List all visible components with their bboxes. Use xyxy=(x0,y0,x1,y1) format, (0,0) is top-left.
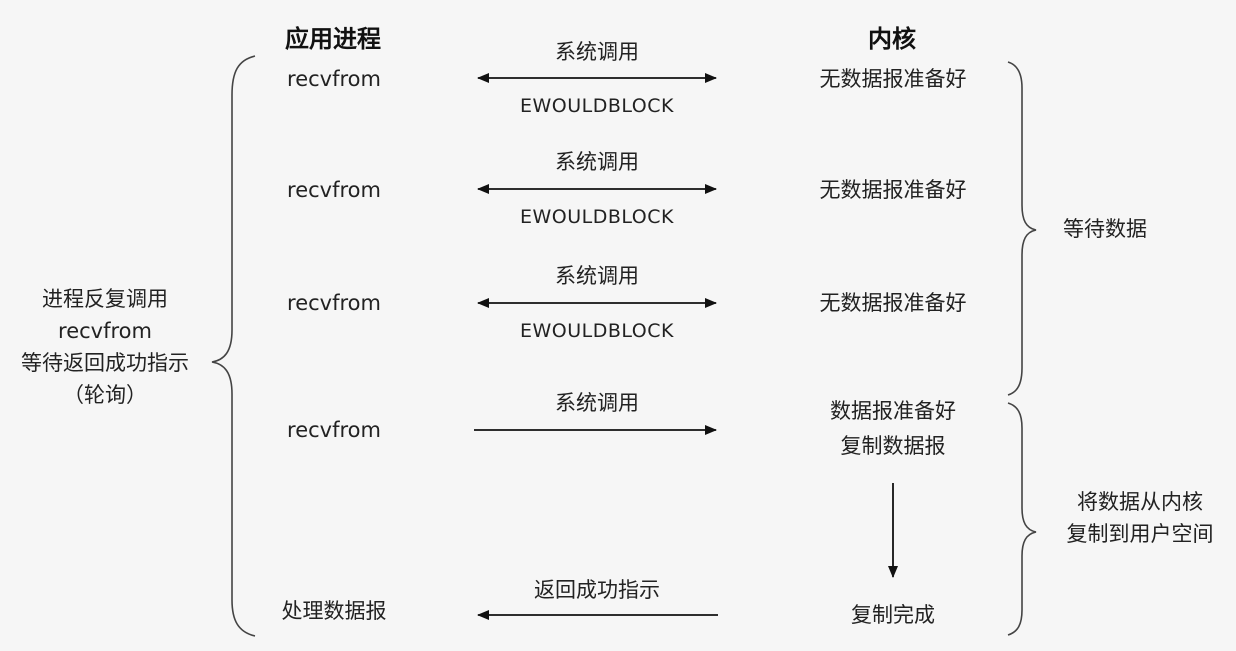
header-app-process: 应用进程 xyxy=(285,25,381,53)
kernel-state-label: 无数据报准备好 xyxy=(819,67,967,91)
app-call-label: recvfrom xyxy=(287,291,381,315)
kernel-state-label: 无数据报准备好 xyxy=(819,178,967,202)
left-note-line: 进程反复调用 xyxy=(42,287,168,311)
app-call-label: recvfrom xyxy=(287,67,381,91)
right-brace-wait xyxy=(1007,61,1037,396)
app-call-label: recvfrom xyxy=(287,418,381,442)
process-datagram-label: 处理数据报 xyxy=(281,599,387,623)
reply-label: EWOULDBLOCK xyxy=(520,95,674,117)
left-note-line: recvfrom xyxy=(58,319,152,343)
left-note-line: （轮询） xyxy=(63,383,147,407)
header-kernel: 内核 xyxy=(868,25,916,53)
kernel-state-label: 无数据报准备好 xyxy=(819,291,967,315)
wait-data-note: 等待数据 xyxy=(1063,217,1147,241)
syscall-label: 系统调用 xyxy=(555,391,639,415)
right-brace-copy xyxy=(1007,402,1037,636)
reply-label: EWOULDBLOCK xyxy=(520,320,674,342)
app-call-label: recvfrom xyxy=(287,178,381,202)
syscall-label: 系统调用 xyxy=(555,264,639,288)
copy-note-line: 复制到用户空间 xyxy=(1066,522,1214,546)
left-note: 进程反复调用 recvfrom 等待返回成功指示 （轮询） xyxy=(21,283,189,411)
syscall-label: 系统调用 xyxy=(555,40,639,64)
left-note-line: 等待返回成功指示 xyxy=(21,351,189,375)
copy-done-label: 复制完成 xyxy=(851,603,935,627)
copy-note-line: 将数据从内核 xyxy=(1077,490,1203,514)
reply-label: EWOULDBLOCK xyxy=(520,206,674,228)
left-brace xyxy=(211,55,256,637)
syscall-label: 系统调用 xyxy=(555,150,639,174)
kernel-state-label: 复制数据报 xyxy=(840,434,946,458)
kernel-state-label: 数据报准备好 xyxy=(830,399,956,423)
copy-note: 将数据从内核 复制到用户空间 xyxy=(1067,486,1214,550)
return-success-label: 返回成功指示 xyxy=(534,578,660,602)
